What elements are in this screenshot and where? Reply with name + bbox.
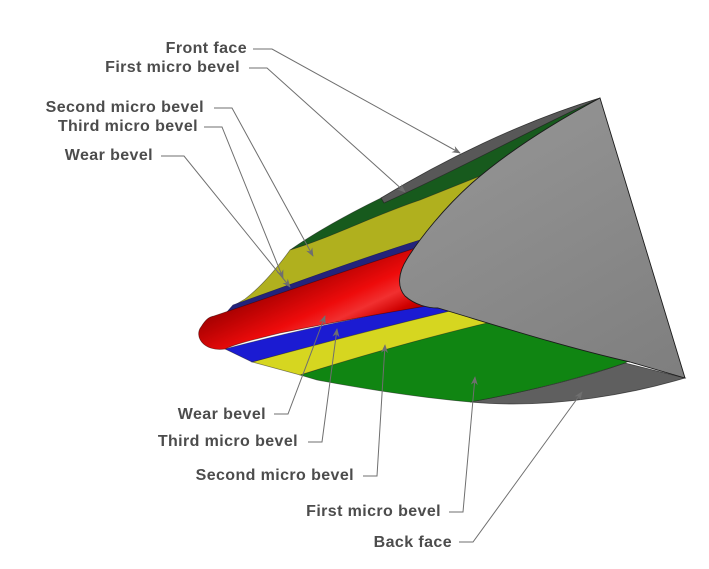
leader-front-face: [253, 48, 461, 154]
leader-lines: [161, 48, 583, 543]
label-back-face: Back face: [373, 534, 452, 551]
leader-second-micro-bottom: [363, 344, 389, 477]
label-wear-bevel-bottom: Wear bevel: [177, 406, 266, 423]
leader-wear-bevel-top: [161, 155, 291, 288]
label-third-micro-bevel-top: Third micro bevel: [57, 118, 198, 135]
leader-back-face: [459, 391, 583, 543]
label-third-micro-bevel-bottom: Third micro bevel: [157, 433, 298, 450]
label-second-micro-bevel-bottom: Second micro bevel: [195, 467, 354, 484]
label-first-micro-bevel-bottom: First micro bevel: [306, 503, 441, 520]
leader-wear-bevel-bottom: [274, 315, 326, 415]
leader-first-micro-bottom: [449, 376, 478, 513]
leader-first-micro-top: [249, 67, 406, 193]
leader-second-micro-top: [214, 107, 314, 257]
end-face: [399, 97, 686, 379]
label-first-micro-bevel-top: First micro bevel: [105, 59, 240, 76]
leader-third-micro-top: [204, 126, 284, 279]
label-wear-bevel-top: Wear bevel: [64, 147, 153, 164]
label-front-face: Front face: [165, 40, 247, 57]
label-second-micro-bevel-top: Second micro bevel: [45, 99, 204, 116]
leader-third-micro-bottom: [308, 328, 340, 443]
